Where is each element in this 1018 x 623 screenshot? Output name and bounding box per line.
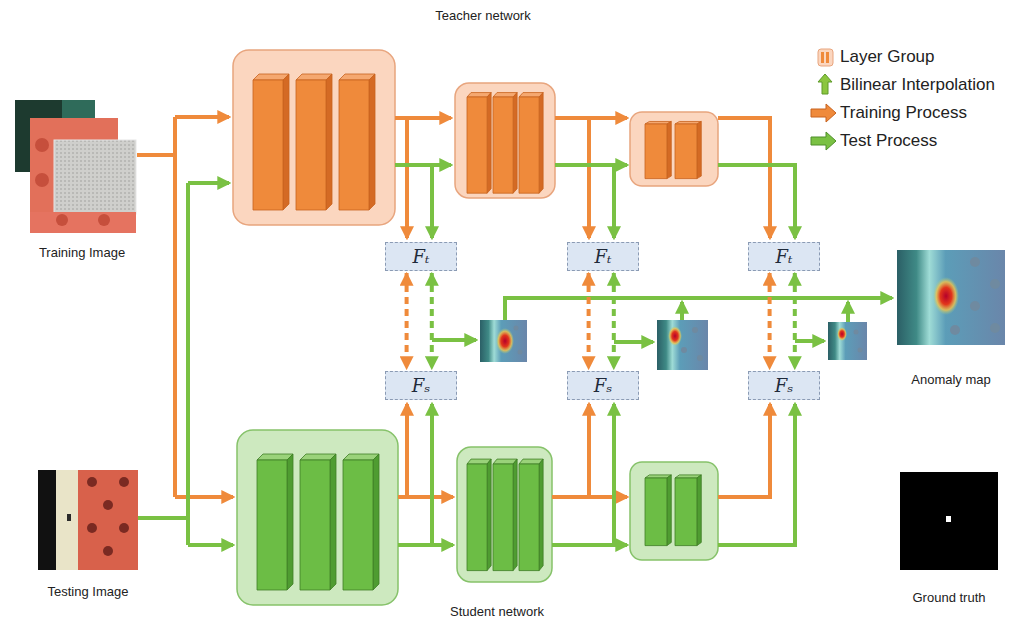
testing-image <box>38 470 138 570</box>
legend-entry: Test Process <box>840 131 937 151</box>
feature-comparison-arrow <box>430 273 434 369</box>
caption-label: Anomaly map <box>911 372 990 388</box>
feature-comparison-arrow <box>793 273 797 369</box>
caption-label: Student network <box>450 604 544 620</box>
caption-label: Teacher network <box>435 8 530 24</box>
legend-entry: Bilinear Interpolation <box>840 75 995 95</box>
training-arrows <box>137 117 770 497</box>
scale-anomaly-maps <box>480 320 867 370</box>
feature-comparison-arrow <box>612 273 616 369</box>
feature-label: Fₜ <box>413 247 430 267</box>
feature-label: Fₜ <box>776 247 793 267</box>
student-layer-groups <box>237 430 718 605</box>
feature-box: Fₛ <box>567 371 639 400</box>
legend-entry: Training Process <box>840 103 967 123</box>
training-image <box>15 100 136 233</box>
feature-comparison-arrow <box>405 273 409 369</box>
feature-box: Fₜ <box>748 242 820 271</box>
caption-label: Testing Image <box>48 584 129 600</box>
ground-truth-mask <box>900 472 998 570</box>
feature-label: Fₛ <box>412 376 431 396</box>
feature-box: Fₛ <box>385 371 457 400</box>
legend-entry: Layer Group <box>840 47 935 67</box>
anomaly-map-image <box>897 250 1005 345</box>
test-arrows <box>138 165 892 545</box>
feature-label: Fₜ <box>595 247 612 267</box>
feature-label: Fₛ <box>594 376 613 396</box>
feature-comparison-arrow <box>587 273 591 369</box>
caption-label: Ground truth <box>913 590 986 606</box>
feature-box: Fₜ <box>385 242 457 271</box>
feature-box: Fₛ <box>748 371 820 400</box>
feature-box: Fₜ <box>567 242 639 271</box>
caption-label: Training Image <box>39 245 125 261</box>
teacher-layer-groups <box>233 50 718 225</box>
feature-label: Fₛ <box>775 376 794 396</box>
legend-samples <box>811 49 836 150</box>
feature-comparison-arrow <box>768 273 772 369</box>
